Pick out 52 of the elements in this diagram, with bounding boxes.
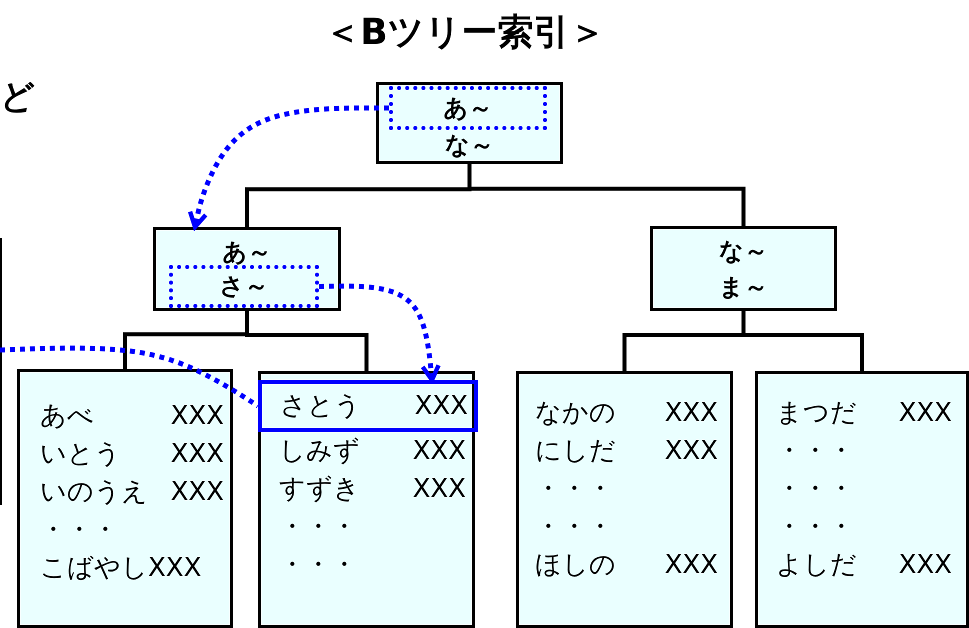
entry-text: ・・・ bbox=[535, 473, 613, 506]
name-text: さとう bbox=[280, 390, 361, 423]
name-text: いのうえ bbox=[40, 476, 148, 509]
name-text: ほしの bbox=[535, 549, 616, 582]
entry-text: ・・・ bbox=[40, 514, 118, 547]
value-text: XXX bbox=[898, 549, 952, 582]
dotted-highlight-box bbox=[389, 86, 547, 130]
name-text: まつだ bbox=[776, 397, 857, 430]
entry-text: ・・・ bbox=[279, 549, 357, 582]
key-range-text: さ～ bbox=[220, 271, 268, 302]
value-text: XXX bbox=[664, 435, 718, 468]
entry-text: ・・・ bbox=[776, 511, 854, 544]
dotted-highlight-box bbox=[169, 265, 319, 308]
entry-text: ・・・ bbox=[776, 473, 854, 506]
value-text: XXX bbox=[170, 400, 224, 433]
key-range-text: な～ bbox=[719, 236, 768, 267]
key-range-text: ま～ bbox=[719, 272, 768, 303]
diagram-title: ＜Bツリー索引＞ bbox=[323, 11, 607, 55]
key-range-text: あ～ bbox=[444, 93, 492, 124]
leaf-node-box bbox=[17, 369, 233, 628]
dotted-arrow bbox=[318, 284, 441, 382]
name-text: よしだ bbox=[776, 549, 857, 582]
index-node-box bbox=[650, 226, 837, 311]
name-text: しみず bbox=[279, 435, 360, 468]
value-text: XXX bbox=[414, 390, 468, 423]
name-text: にしだ bbox=[535, 435, 616, 468]
value-text: XXX bbox=[664, 397, 718, 430]
name-text: すずき bbox=[279, 473, 360, 506]
entry-text: ・・・ bbox=[279, 511, 357, 544]
entry-text: こばやしXXX bbox=[40, 552, 202, 585]
name-text: いとう bbox=[40, 438, 121, 471]
entry-text: ・・・ bbox=[776, 435, 854, 468]
value-text: XXX bbox=[170, 438, 224, 471]
tree-connector bbox=[245, 309, 368, 373]
highlighted-row-box bbox=[258, 380, 478, 432]
leaf-node-box bbox=[258, 371, 475, 628]
leaf-node-box bbox=[516, 371, 733, 628]
index-node-box bbox=[153, 227, 341, 311]
name-text: あべ bbox=[40, 400, 94, 433]
leaf-node-box bbox=[755, 371, 969, 628]
key-range-text: あ～ bbox=[222, 237, 272, 268]
value-text: XXX bbox=[412, 435, 466, 468]
value-text: XXX bbox=[170, 476, 224, 509]
value-text: XXX bbox=[412, 473, 466, 506]
value-text: XXX bbox=[898, 397, 952, 430]
value-text: XXX bbox=[664, 549, 718, 582]
dotted-arrow bbox=[188, 106, 389, 230]
entry-text: ・・・ bbox=[535, 511, 613, 544]
key-range-text: な～ bbox=[445, 130, 494, 161]
index-node-box bbox=[376, 82, 563, 164]
partial-text: ど bbox=[0, 76, 35, 119]
name-text: なかの bbox=[535, 397, 616, 430]
